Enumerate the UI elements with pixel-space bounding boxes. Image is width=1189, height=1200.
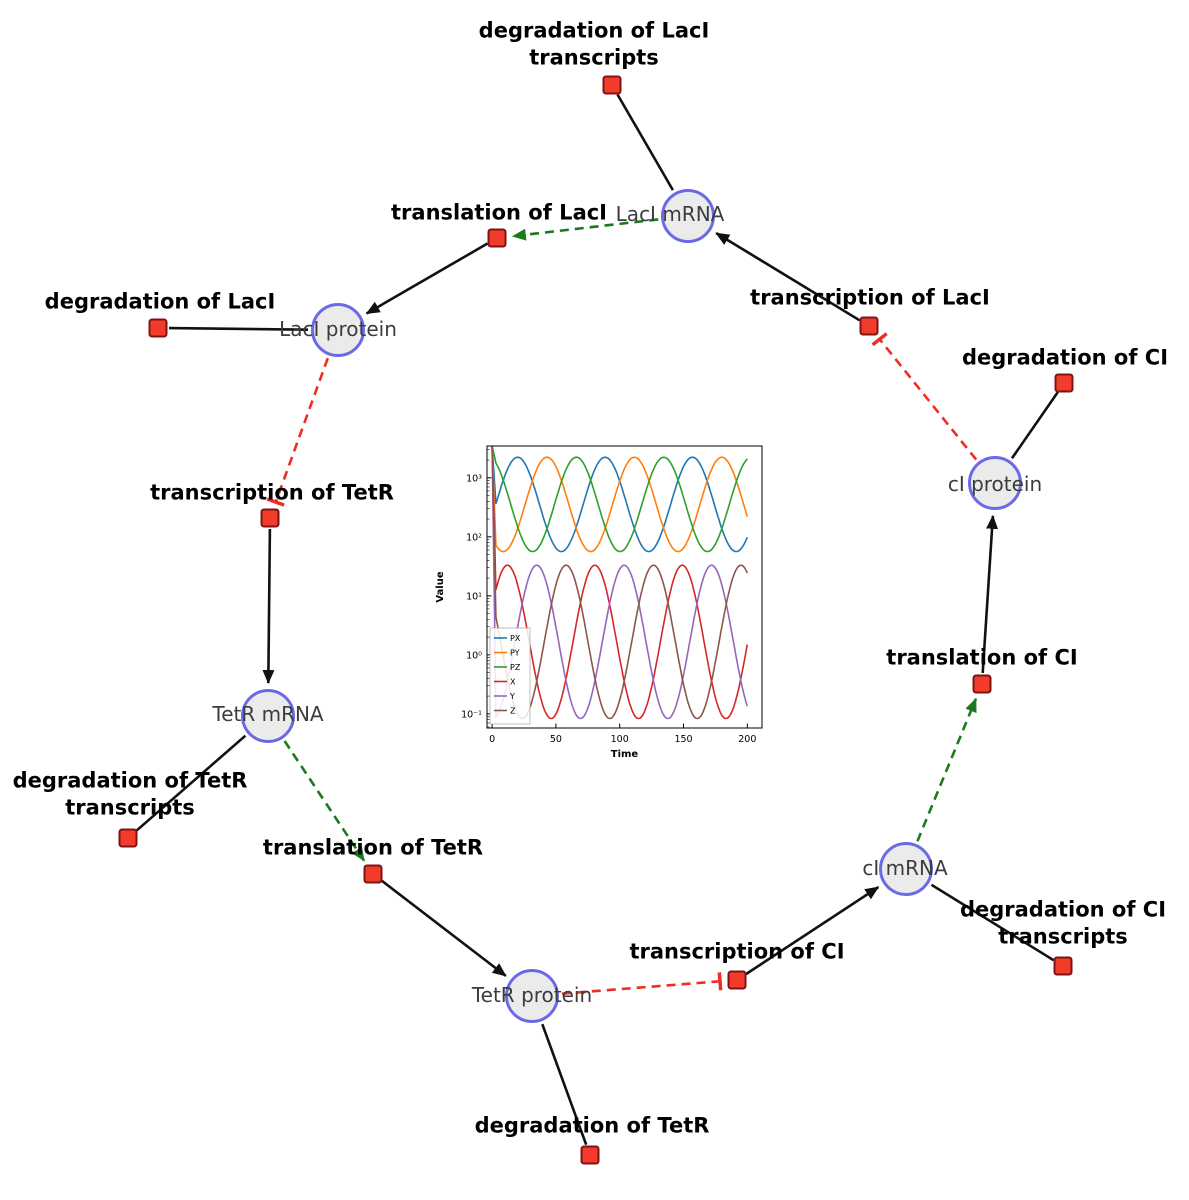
reaction-label-transl_tetr: translation of TetR (263, 834, 483, 861)
reaction-label-line: degradation of TetR (474, 1113, 710, 1138)
curve-group (491, 446, 749, 720)
y-tick-label: 10¹ (466, 591, 482, 602)
species-node-tetr_mrna[interactable] (241, 689, 295, 743)
reaction-label-line: degradation of LacI (478, 18, 710, 43)
edge-consumption-tetr_mrna-to-deg_tetr_tx (135, 734, 247, 832)
edge-production-txn_laci-to-laci_mrna (715, 231, 861, 322)
legend-label-X: X (510, 678, 516, 687)
edge-modifier-ci_mrna-to-transl_ci (916, 697, 978, 842)
reaction-label-line: degradation of CI (959, 897, 1167, 922)
edge-modifier-laci_mrna-to-transl_laci (511, 218, 659, 241)
species-node-laci_mrna[interactable] (661, 189, 715, 243)
series-X (491, 446, 749, 720)
reaction-node-deg_tetr_tx[interactable] (118, 828, 138, 848)
reaction-node-deg_ci_tx[interactable] (1053, 956, 1073, 976)
species-label-tetr_protein: TetR protein (471, 983, 593, 1007)
legend-box (489, 627, 531, 725)
plot-frame (486, 445, 763, 729)
reaction-node-txn_laci[interactable] (859, 316, 879, 336)
x-tick-label: 200 (738, 734, 756, 745)
species-node-laci_protein[interactable] (311, 303, 365, 357)
species-node-tetr_protein[interactable] (505, 969, 559, 1023)
y-tick-label: 10⁰ (466, 650, 482, 661)
reaction-label-deg_ci: degradation of CI (962, 344, 1168, 371)
species-label-ci_mrna: cI mRNA (862, 856, 948, 880)
x-tick-label: 0 (489, 734, 495, 745)
legend-label-PX: PX (510, 634, 521, 643)
edge-consumption-tetr_protein-to-deg_tetr (541, 1023, 588, 1146)
reaction-label-line: degradation of LacI (44, 289, 276, 314)
series-PZ (491, 446, 748, 553)
reaction-label-line: transcripts (998, 925, 1128, 949)
edge-inhibition-tetr_protein-to-txn_ci (561, 972, 723, 995)
reaction-label-transl_ci: translation of CI (886, 644, 1077, 671)
series-Y (491, 446, 749, 720)
reaction-label-txn_laci: transcription of LacI (750, 284, 990, 311)
species-label-laci_protein: LacI protein (279, 317, 397, 341)
reaction-node-transl_tetr[interactable] (363, 864, 383, 884)
legend-label-Z: Z (510, 707, 516, 716)
y-axis-label: Value (435, 571, 446, 602)
legend-label-PZ: PZ (510, 663, 521, 672)
reaction-node-deg_laci[interactable] (148, 318, 168, 338)
edge-modifier-tetr_mrna-to-transl_tetr (283, 740, 366, 862)
species-label-ci_protein: cI protein (947, 472, 1043, 496)
edge-production-txn_ci-to-ci_mrna (745, 886, 880, 976)
edge-production-transl_laci-to-laci_protein (365, 242, 489, 315)
reaction-label-line: translation of TetR (262, 835, 484, 860)
reaction-label-line: translation of CI (886, 645, 1078, 670)
series-PX (491, 446, 749, 553)
species-node-ci_protein[interactable] (968, 456, 1022, 510)
edge-consumption-laci_protein-to-deg_laci (168, 326, 309, 331)
series-Z (491, 446, 749, 720)
reaction-label-line: transcription of TetR (150, 480, 394, 505)
reaction-label-deg_laci_tx: degradation of LacI transcripts (479, 18, 710, 73)
legend-label-Y: Y (509, 692, 515, 701)
y-tick-label: 10³ (466, 473, 482, 484)
legend-label-PY: PY (510, 649, 520, 658)
reaction-label-line: translation of LacI (391, 200, 607, 225)
reaction-label-line: transcripts (529, 46, 659, 70)
reaction-node-deg_ci[interactable] (1054, 373, 1074, 393)
reaction-label-deg_laci: degradation of LacI (45, 288, 276, 315)
edge-consumption-ci_protein-to-deg_ci (1010, 391, 1059, 460)
reaction-label-txn_tetr: transcription of TetR (150, 479, 394, 506)
edge-production-transl_tetr-to-tetr_protein (380, 879, 507, 977)
reaction-label-line: degradation of TetR (12, 768, 248, 793)
reaction-label-deg_tetr: degradation of TetR (475, 1112, 710, 1139)
reaction-label-deg_ci_tx: degradation of CI transcripts (960, 897, 1166, 952)
reaction-label-line: degradation of CI (961, 345, 1169, 370)
reaction-label-txn_ci: transcription of CI (629, 938, 844, 965)
reaction-label-line: transcription of LacI (750, 285, 990, 310)
reaction-node-deg_tetr[interactable] (580, 1145, 600, 1165)
x-tick-label: 100 (611, 734, 629, 745)
edge-production-txn_tetr-to-tetr_mrna (262, 528, 275, 684)
reaction-label-line: transcription of CI (629, 939, 845, 964)
edge-inhibition-laci_protein-to-txn_tetr (266, 357, 330, 507)
species-label-laci_mrna: LacI mRNA (615, 202, 725, 226)
reaction-node-txn_tetr[interactable] (260, 508, 280, 528)
edge-consumption-ci_mrna-to-deg_ci_tx (930, 883, 1055, 962)
edge-consumption-laci_mrna-to-deg_laci_tx (616, 93, 675, 191)
species-label-tetr_mrna: TetR mRNA (212, 702, 324, 726)
reaction-node-txn_ci[interactable] (727, 970, 747, 990)
reaction-node-deg_laci_tx[interactable] (602, 75, 622, 95)
x-tick-label: 50 (550, 734, 562, 745)
reaction-label-transl_laci: translation of LacI (391, 199, 607, 226)
reaction-label-line: transcripts (65, 796, 195, 820)
x-axis-label: Time (611, 749, 639, 760)
x-tick-label: 150 (674, 734, 692, 745)
reaction-node-transl_ci[interactable] (972, 674, 992, 694)
y-tick-label: 10² (466, 532, 482, 543)
series-PY (491, 446, 749, 553)
reaction-label-deg_tetr_tx: degradation of TetR transcripts (13, 768, 248, 823)
reaction-node-transl_laci[interactable] (487, 228, 507, 248)
edge-production-transl_ci-to-ci_protein (981, 514, 999, 674)
species-node-ci_mrna[interactable] (879, 842, 933, 896)
y-tick-label: 10⁻¹ (461, 709, 482, 720)
edge-inhibition-ci_protein-to-txn_laci (871, 332, 978, 461)
